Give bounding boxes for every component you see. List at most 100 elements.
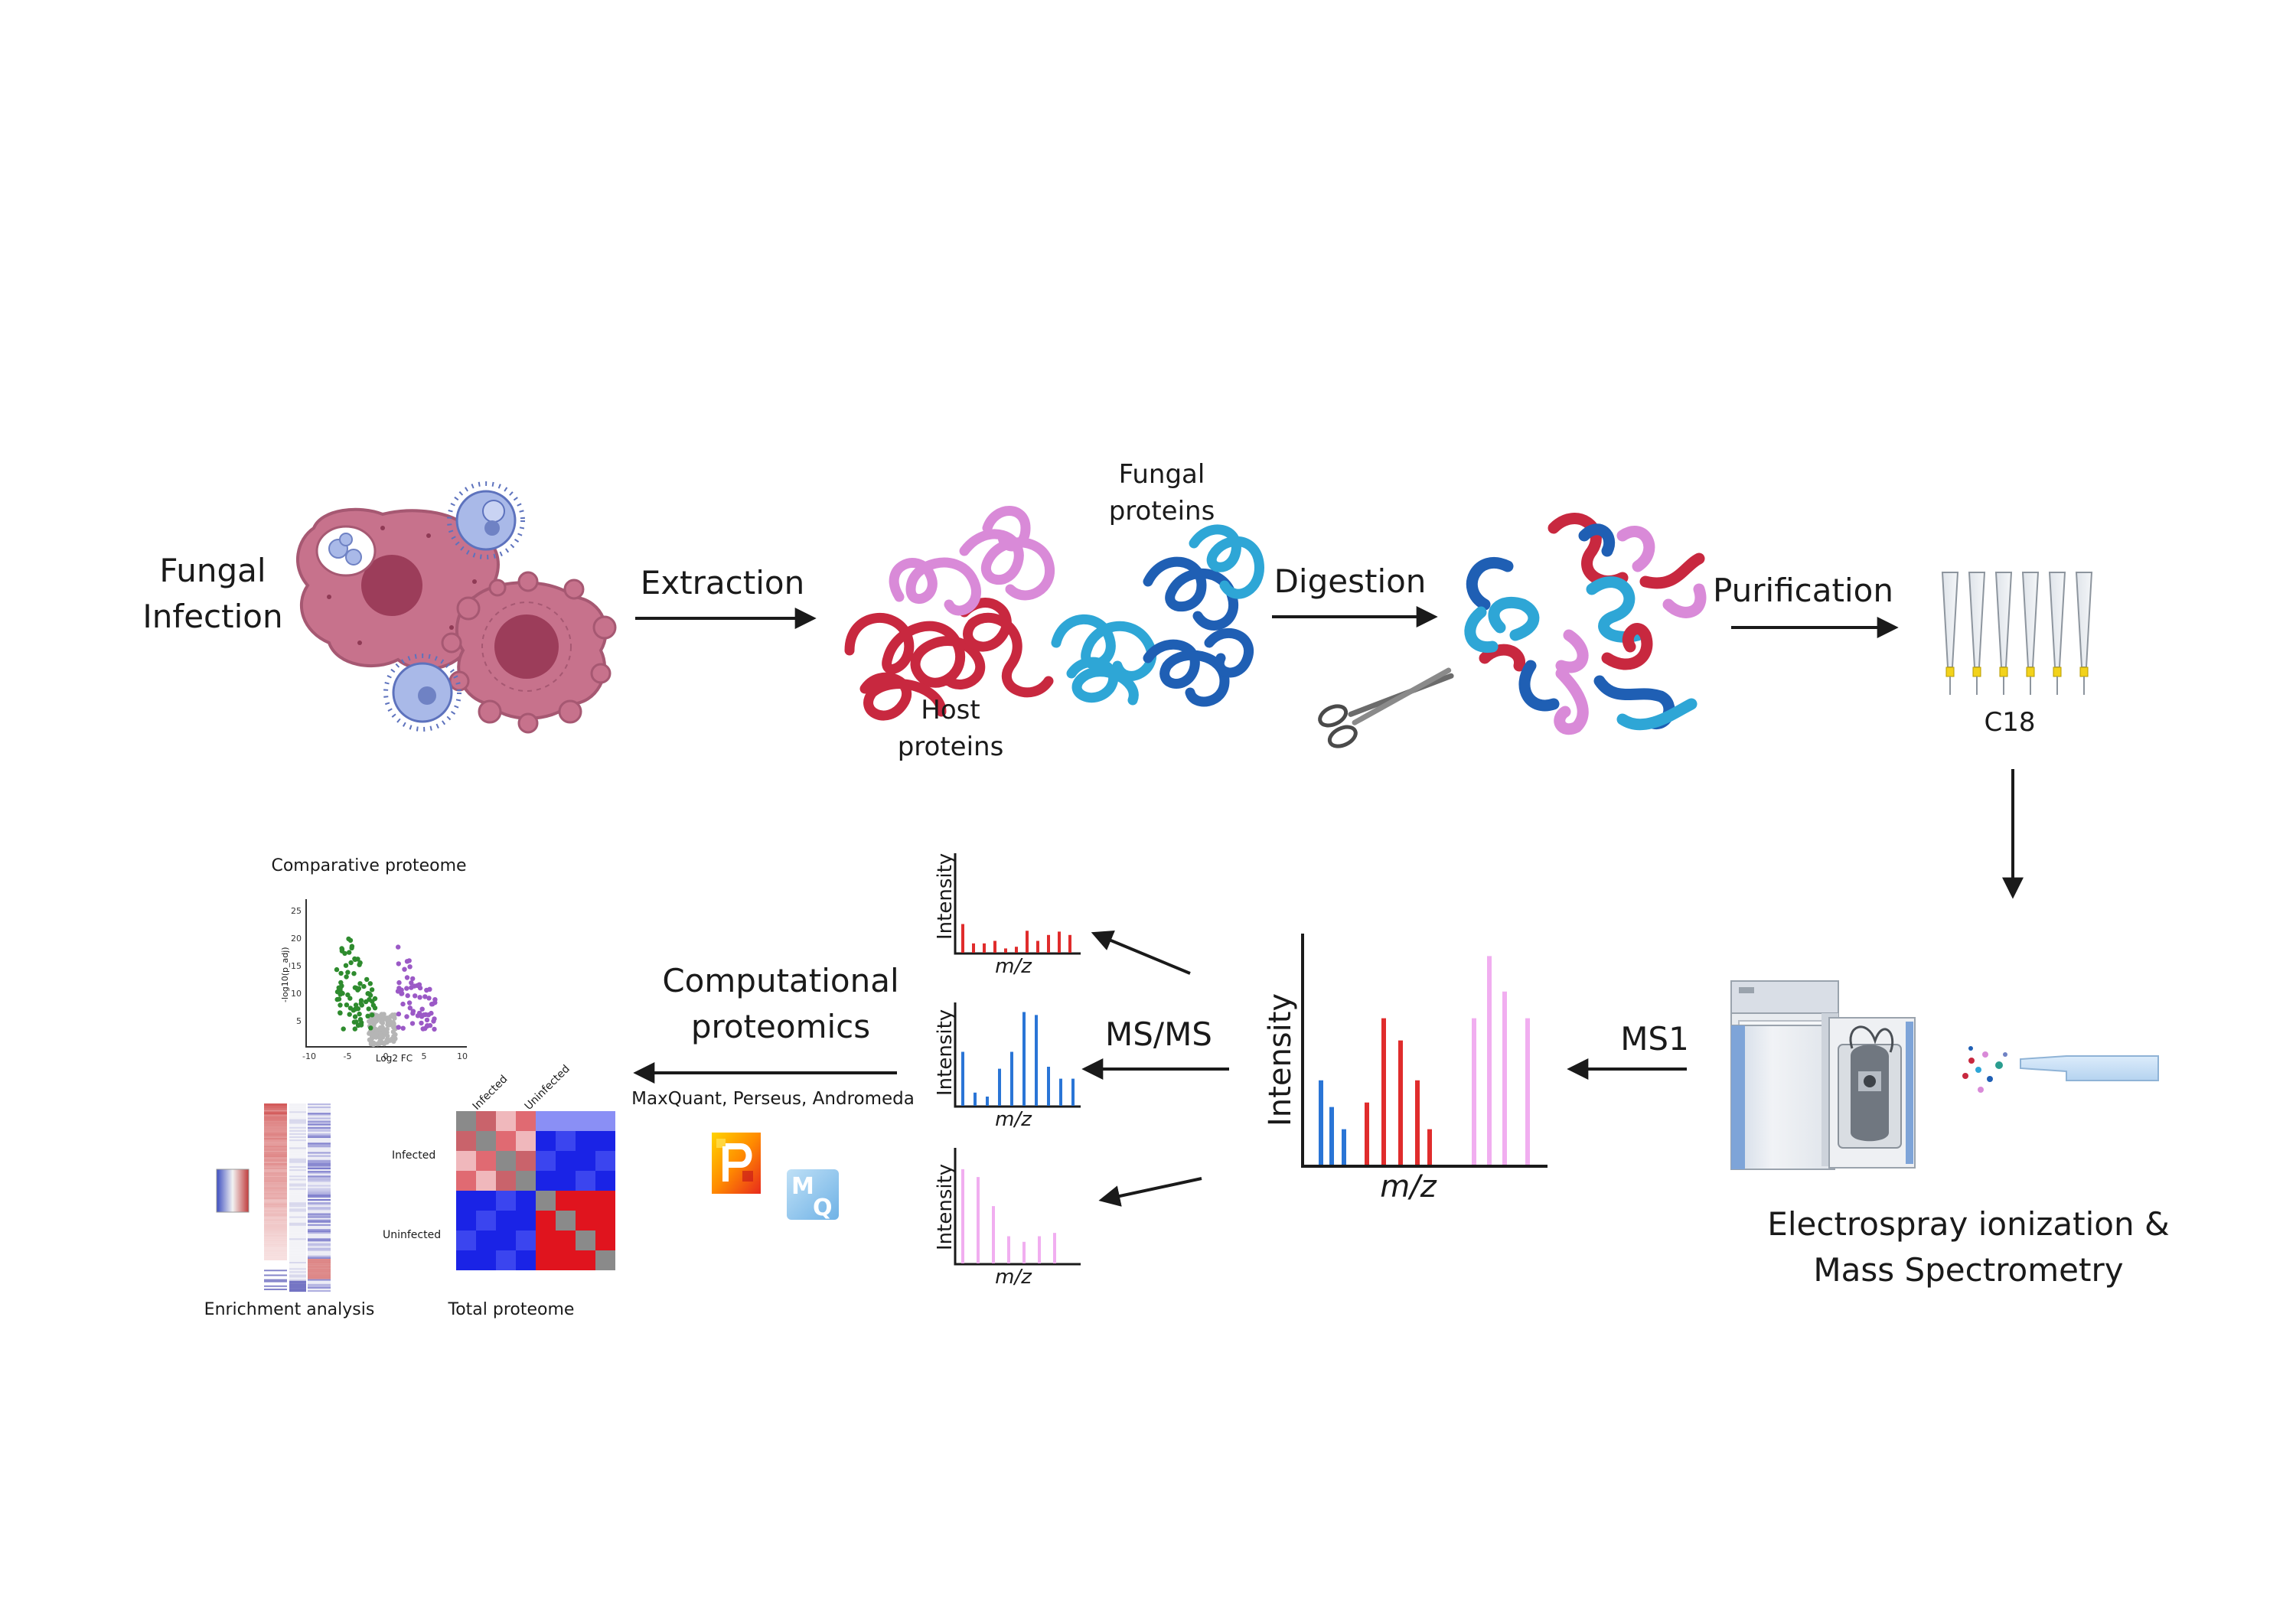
volcano-point: [416, 982, 422, 987]
volcano-point: [341, 1026, 346, 1032]
enrichment-cell: [289, 1156, 306, 1159]
correlation-cell: [536, 1131, 556, 1151]
enrichment-cell: [264, 1120, 287, 1123]
volcano-point: [391, 1038, 396, 1045]
volcano-ytick: 20: [291, 934, 302, 944]
correlation-cell: [576, 1231, 595, 1250]
enrichment-cell: [264, 1192, 287, 1195]
volcano-point: [426, 1012, 432, 1018]
enrichment-cell: [264, 1125, 287, 1127]
volcano-ylabel: -log10(p_adj): [280, 947, 290, 1002]
enrichment-cell: [308, 1125, 331, 1127]
enrichment-cell: [289, 1165, 306, 1167]
volcano-point: [334, 966, 340, 973]
enrichment-cell: [308, 1165, 331, 1167]
enrichment-cell: [308, 1131, 331, 1133]
volcano-point: [348, 960, 354, 966]
enrichment-cell: [264, 1207, 287, 1209]
enrichment-cell: [289, 1250, 306, 1253]
enrichment-cell: [264, 1126, 287, 1129]
enrichment-cell: [264, 1270, 287, 1272]
enrichment-cell: [308, 1214, 331, 1217]
enrichment-cell: [308, 1210, 331, 1212]
enrichment-cell: [264, 1198, 287, 1200]
volcano-point: [388, 1014, 393, 1019]
correlation-cell: [595, 1191, 615, 1211]
msms-chart-top: [954, 853, 1081, 955]
enrichment-cell: [289, 1249, 306, 1251]
maxquant-logo-icon: M Q: [787, 1169, 839, 1221]
row-label-infected: Infected: [392, 1149, 436, 1162]
enrichment-cell: [289, 1262, 306, 1264]
correlation-cell: [595, 1111, 615, 1131]
esi-ms-line2: Mass Spectrometry: [1813, 1251, 2124, 1289]
enrichment-cell: [308, 1144, 331, 1146]
enrichment-cell: [289, 1199, 306, 1201]
volcano-point: [377, 1035, 383, 1041]
enrichment-cell: [289, 1282, 306, 1284]
enrichment-cell: [289, 1128, 306, 1130]
enrichment-cell: [289, 1135, 306, 1137]
volcano-point: [344, 974, 349, 980]
fungal-infection-line2: Infection: [142, 598, 283, 635]
enrichment-cell: [289, 1162, 306, 1165]
volcano-point: [399, 987, 404, 993]
enrichment-cell: [264, 1122, 287, 1124]
c18-tip: [2075, 572, 2093, 695]
enrichment-cell: [308, 1113, 331, 1115]
enrichment-cell: [308, 1263, 331, 1266]
volcano-point: [405, 993, 410, 999]
volcano-point: [352, 957, 358, 963]
enrichment-cell: [289, 1255, 306, 1257]
enrichment-cell: [264, 1165, 287, 1167]
volcano-point: [407, 964, 413, 970]
enrichment-cell: [289, 1211, 306, 1214]
volcano-point: [367, 981, 373, 986]
msms-bottom-axes: [954, 1148, 1081, 1266]
volcano-point: [432, 1016, 437, 1022]
volcano-point: [373, 1019, 378, 1025]
correlation-cell: [496, 1151, 516, 1171]
volcano-point: [365, 991, 370, 996]
enrichment-cell: [289, 1138, 306, 1140]
enrichment-cell: [289, 1280, 306, 1283]
enrichment-cell: [308, 1116, 331, 1118]
enrichment-cell: [308, 1138, 331, 1140]
enrichment-cell: [308, 1191, 331, 1193]
volcano-axes: [305, 899, 467, 1048]
enrichment-cell: [264, 1211, 287, 1214]
enrichment-cell: [264, 1225, 287, 1227]
volcano-point: [336, 996, 342, 1002]
correlation-cell: [496, 1191, 516, 1211]
enrichment-cell: [308, 1136, 331, 1139]
volcano-point: [347, 996, 353, 1001]
enrichment-cell: [308, 1229, 331, 1231]
msms-top-intensity-label: Intensity: [934, 852, 957, 940]
volcano-point: [400, 1025, 406, 1031]
enrichment-cell: [289, 1191, 306, 1193]
enrichment-cell: [264, 1136, 287, 1139]
enrichment-cell: [289, 1221, 306, 1223]
enrichment-cell: [289, 1147, 306, 1149]
enrichment-cell: [308, 1139, 331, 1142]
enrichment-cell: [264, 1143, 287, 1145]
enrichment-cell: [264, 1180, 287, 1182]
volcano-point: [396, 944, 401, 950]
volcano-point: [372, 1006, 378, 1011]
correlation-cell: [516, 1191, 536, 1211]
host-proteins-label: Host proteins: [898, 692, 1004, 765]
enrichment-cell: [289, 1103, 306, 1106]
enrichment-cell: [264, 1201, 287, 1203]
mass-spectrometer-icon: [1730, 980, 1916, 1170]
enrichment-cell: [289, 1144, 306, 1146]
colorbar-legend: [216, 1169, 249, 1213]
correlation-cell: [576, 1250, 595, 1270]
enrichment-cell: [308, 1126, 331, 1129]
enrichment-cell: [289, 1125, 306, 1127]
enrichment-cell: [289, 1110, 306, 1112]
enrichment-cell: [289, 1227, 306, 1230]
volcano-point: [377, 1041, 383, 1046]
volcano-point: [369, 987, 375, 993]
enrichment-cell: [289, 1231, 306, 1233]
